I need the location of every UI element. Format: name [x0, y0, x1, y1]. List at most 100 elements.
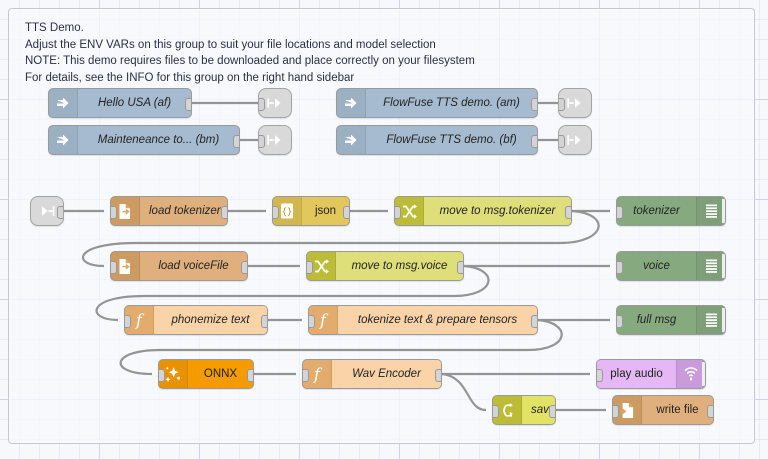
input-port[interactable] — [613, 405, 619, 418]
debug-lines-icon — [696, 252, 725, 280]
node-label: voice — [643, 260, 670, 272]
output-port[interactable] — [549, 405, 555, 418]
input-port[interactable] — [597, 369, 603, 382]
input-port[interactable] — [307, 261, 313, 274]
node-label: tokenizer — [633, 205, 680, 217]
change-node-move-to-msg-tokenizer[interactable]: move to msg.tokenizer — [394, 196, 572, 226]
input-port[interactable] — [259, 135, 265, 148]
function-node-tokenize-prepare-tensors[interactable]: f tokenize text & prepare tensors — [308, 305, 538, 335]
debug-node-voice[interactable]: voice — [616, 251, 726, 281]
node-label: ONNX — [203, 368, 238, 380]
inject-node-maintenance[interactable]: Mainteneance to... (bm) — [48, 125, 240, 155]
audio-out-node-play-audio[interactable]: play audio — [596, 359, 706, 389]
link-out-node-3[interactable] — [558, 88, 592, 118]
onnx-node[interactable]: ONNX — [158, 359, 254, 389]
inject-arrow-icon — [337, 126, 366, 154]
node-label: load tokenizer — [149, 205, 221, 217]
function-node-wav-encoder[interactable]: f Wav Encoder — [302, 359, 442, 389]
inject-trigger-button[interactable] — [336, 92, 337, 116]
audio-play-button[interactable] — [702, 361, 705, 387]
output-port[interactable] — [247, 369, 253, 382]
link-out-icon — [259, 126, 291, 154]
inject-trigger-button[interactable] — [336, 129, 337, 153]
input-port[interactable] — [493, 405, 499, 418]
node-label: Mainteneance to... (bm) — [97, 134, 220, 146]
node-label: play audio — [610, 368, 663, 380]
link-out-node-1[interactable] — [258, 88, 292, 118]
output-port[interactable] — [435, 369, 441, 382]
node-label: move to msg.tokenizer — [439, 205, 556, 217]
file-in-node-load-tokenizer[interactable]: load tokenizer — [110, 196, 228, 226]
input-port[interactable] — [559, 135, 565, 148]
input-port[interactable] — [259, 98, 265, 111]
json-braces-icon: {} — [273, 197, 302, 225]
file-out-node-write-file[interactable]: write file — [612, 395, 714, 425]
node-label: FlowFuse TTS demo. (am) — [383, 97, 520, 109]
input-port[interactable] — [159, 369, 165, 382]
output-port[interactable] — [707, 405, 713, 418]
output-port[interactable] — [221, 206, 227, 219]
debug-node-tokenizer[interactable]: tokenizer — [616, 196, 726, 226]
node-label: Wav Encoder — [352, 368, 421, 380]
json-node[interactable]: {} json — [272, 196, 350, 226]
inject-node-hello-usa[interactable]: Hello USA (af) — [48, 88, 192, 118]
node-label: move to msg.voice — [351, 260, 448, 272]
debug-toggle-button[interactable] — [722, 307, 725, 333]
input-port[interactable] — [125, 315, 131, 328]
link-in-icon — [31, 197, 63, 225]
file-out-icon — [613, 396, 642, 424]
debug-toggle-button[interactable] — [722, 198, 725, 224]
inject-trigger-button[interactable] — [48, 129, 49, 153]
debug-node-full-msg[interactable]: full msg — [616, 305, 726, 335]
output-port[interactable] — [57, 206, 63, 219]
output-port[interactable] — [531, 315, 537, 328]
output-port[interactable] — [457, 261, 463, 274]
svg-text:f: f — [313, 365, 323, 383]
debug-toggle-button[interactable] — [722, 253, 725, 279]
node-label: tokenize text & prepare tensors — [357, 314, 518, 326]
link-in-node[interactable] — [30, 196, 64, 226]
input-port[interactable] — [273, 206, 279, 219]
svg-text:f: f — [319, 311, 329, 329]
change-node-move-to-msg-voice[interactable]: move to msg.voice — [306, 251, 464, 281]
input-port[interactable] — [617, 206, 623, 219]
file-in-node-load-voicefile[interactable]: load voiceFile — [110, 251, 248, 281]
debug-lines-icon — [696, 197, 725, 225]
input-port[interactable] — [111, 206, 117, 219]
output-port[interactable] — [261, 315, 267, 328]
output-port[interactable] — [565, 206, 571, 219]
link-out-icon — [559, 126, 591, 154]
output-port[interactable] — [531, 135, 537, 148]
input-port[interactable] — [617, 261, 623, 274]
output-port[interactable] — [343, 206, 349, 219]
node-label: phonemize text — [171, 314, 250, 326]
input-port[interactable] — [309, 315, 315, 328]
inject-node-flowfuse-am[interactable]: FlowFuse TTS demo. (am) — [336, 88, 538, 118]
output-port[interactable] — [241, 261, 247, 274]
node-label: FlowFuse TTS demo. (bf) — [386, 134, 517, 146]
function-f-icon: f — [303, 360, 332, 388]
switch-node-save[interactable]: save? — [492, 395, 556, 425]
output-port[interactable] — [185, 98, 191, 111]
input-port[interactable] — [395, 206, 401, 219]
inject-trigger-button[interactable] — [48, 92, 49, 116]
input-port[interactable] — [111, 261, 117, 274]
input-port[interactable] — [617, 315, 623, 328]
link-out-icon — [559, 89, 591, 117]
input-port[interactable] — [303, 369, 309, 382]
node-label: load voiceFile — [158, 260, 229, 272]
svg-text:{}: {} — [282, 207, 293, 217]
debug-lines-icon — [696, 306, 725, 334]
link-out-node-2[interactable] — [258, 125, 292, 155]
inject-node-flowfuse-bf[interactable]: FlowFuse TTS demo. (bf) — [336, 125, 538, 155]
output-port[interactable] — [233, 135, 239, 148]
function-node-phonemize-text[interactable]: f phonemize text — [124, 305, 268, 335]
inject-arrow-icon — [337, 89, 366, 117]
link-out-icon — [259, 89, 291, 117]
link-out-node-4[interactable] — [558, 125, 592, 155]
group-comment: TTS Demo. Adjust the ENV VARs on this gr… — [25, 22, 475, 84]
node-label: Hello USA (af) — [97, 97, 172, 109]
output-port[interactable] — [531, 98, 537, 111]
input-port[interactable] — [559, 98, 565, 111]
